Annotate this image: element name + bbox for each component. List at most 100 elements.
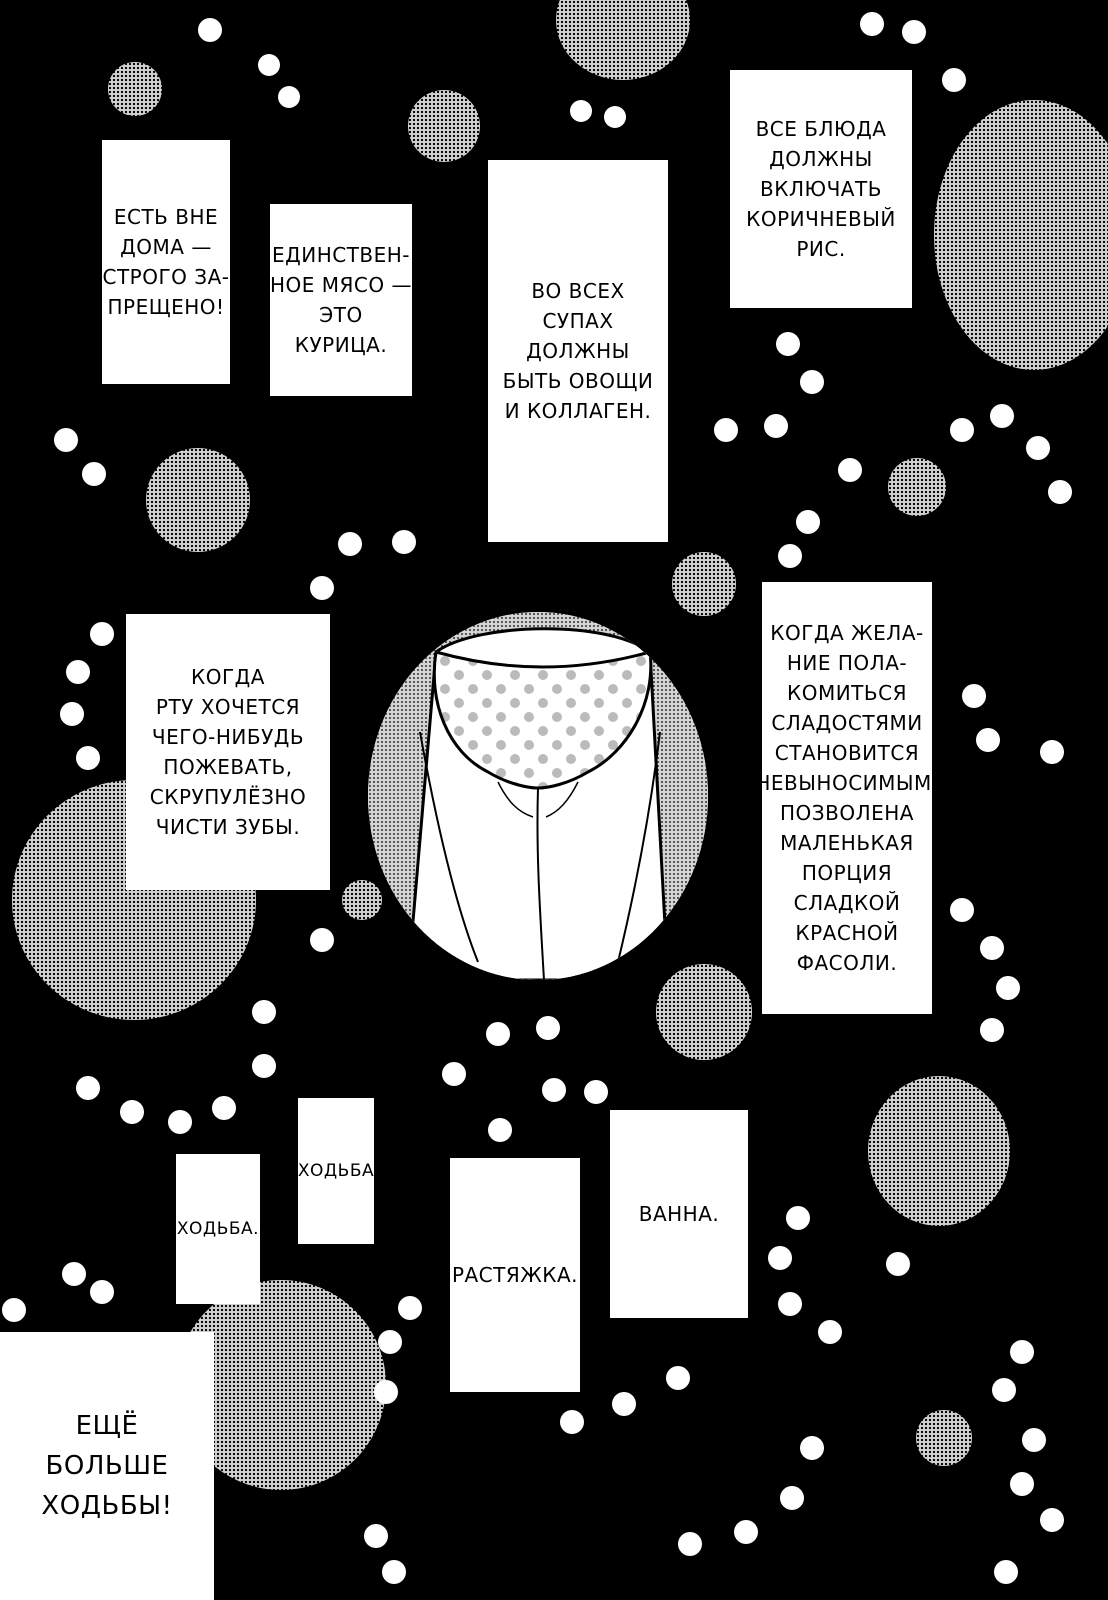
white-dot [786,1206,810,1230]
white-dot [714,418,738,442]
caption-box: Все блюда должны включать коричневый рис… [730,70,912,308]
white-dot [950,898,974,922]
white-dot [252,1054,276,1078]
white-dot [962,684,986,708]
white-dot [90,1280,114,1304]
caption-eat-out: Есть вне дома — строго за- прещено! [102,205,230,319]
white-dot [778,544,802,568]
white-dot [1040,1508,1064,1532]
halftone-circle [556,0,690,80]
white-dot [1048,480,1072,504]
hips-illustration [368,612,708,980]
white-dot [168,1110,192,1134]
white-dot [800,370,824,394]
white-dot [992,1378,1016,1402]
white-dot [62,1262,86,1286]
white-dot [776,332,800,356]
white-dot [980,1018,1004,1042]
caption-box: Когда рту хочется чего-нибудь пожевать, … [126,614,330,890]
white-dot [120,1100,144,1124]
white-dot [886,1252,910,1276]
white-dot [778,1292,802,1316]
white-dot [612,1392,636,1416]
white-dot [1040,740,1064,764]
white-dot [994,1560,1018,1584]
white-dot [838,458,862,482]
caption-sweets: Когда жела- ние пола- комиться сладостям… [755,621,939,975]
white-dot [818,1320,842,1344]
white-dot [764,414,788,438]
white-dot [392,530,416,554]
white-dot [442,1062,466,1086]
white-dot [734,1520,758,1544]
halftone-circle [888,458,946,516]
white-dot [1010,1472,1034,1496]
caption-box: Есть вне дома — строго за- прещено! [102,140,230,384]
white-dot [996,976,1020,1000]
halftone-circle [108,62,162,116]
halftone-circle [916,1410,972,1466]
white-dot [90,622,114,646]
white-dot [542,1078,566,1102]
white-dot [2,1298,26,1322]
white-dot [198,18,222,42]
white-dot [570,100,592,122]
halftone-circle [868,1076,1010,1226]
white-dot [488,1118,512,1142]
halftone-circle [342,880,382,920]
white-dot [976,728,1000,752]
caption-chew: Когда рту хочется чего-нибудь пожевать, … [149,665,307,839]
white-dot [980,936,1004,960]
white-dot [212,1096,236,1120]
caption-meat: Единствен- ное мясо — это курица. [270,243,412,357]
white-dot [768,1246,792,1270]
white-dot [1022,1428,1046,1452]
white-dot [382,1560,406,1584]
halftone-circle [408,90,480,162]
halftone-circle [656,964,752,1060]
white-dot [364,1524,388,1548]
caption-box: Когда жела- ние пола- комиться сладостям… [755,582,938,1014]
halftone-circle [672,552,736,616]
caption-box: Ванна. [610,1110,748,1318]
halftone-circle [934,100,1108,370]
white-dot [860,12,884,36]
caption-box: Растяжка. [450,1158,580,1392]
white-dot [604,106,626,128]
white-dot [338,532,362,556]
white-dot [82,462,106,486]
white-dot [374,1380,398,1404]
white-dot [60,702,84,726]
white-dot [678,1532,702,1556]
white-dot [796,510,820,534]
caption-box: Ходьба. [176,1154,260,1304]
white-dot [1026,436,1050,460]
caption-more-walking: Ещё больше ходьбы! [41,1411,173,1521]
white-dot [76,1076,100,1100]
white-dot [76,746,100,770]
white-dot [950,418,974,442]
white-dot [990,404,1014,428]
caption-box: Ещё больше ходьбы! [0,1332,214,1600]
caption-box: Во всех супах должны быть овощи и коллаг… [488,160,668,542]
illustration-panel [364,608,712,984]
halftone-circle [146,448,250,552]
white-dot [584,1080,608,1104]
caption-stretch: Растяжка. [451,1263,579,1287]
white-dot [66,660,90,684]
caption-walk-2: Ходьба [297,1161,375,1181]
white-dot [780,1486,804,1510]
white-dot [54,428,78,452]
caption-soups: Во всех супах должны быть овощи и коллаг… [502,279,654,423]
white-dot [258,54,280,76]
white-dot [310,928,334,952]
white-dot [1010,1340,1034,1364]
caption-walk-1: Ходьба. [176,1219,260,1239]
white-dot [398,1296,422,1320]
white-dot [278,86,300,108]
caption-box: Ходьба [298,1098,374,1244]
white-dot [942,68,966,92]
white-dot [310,576,334,600]
white-dot [378,1330,402,1354]
white-dot [252,1000,276,1024]
